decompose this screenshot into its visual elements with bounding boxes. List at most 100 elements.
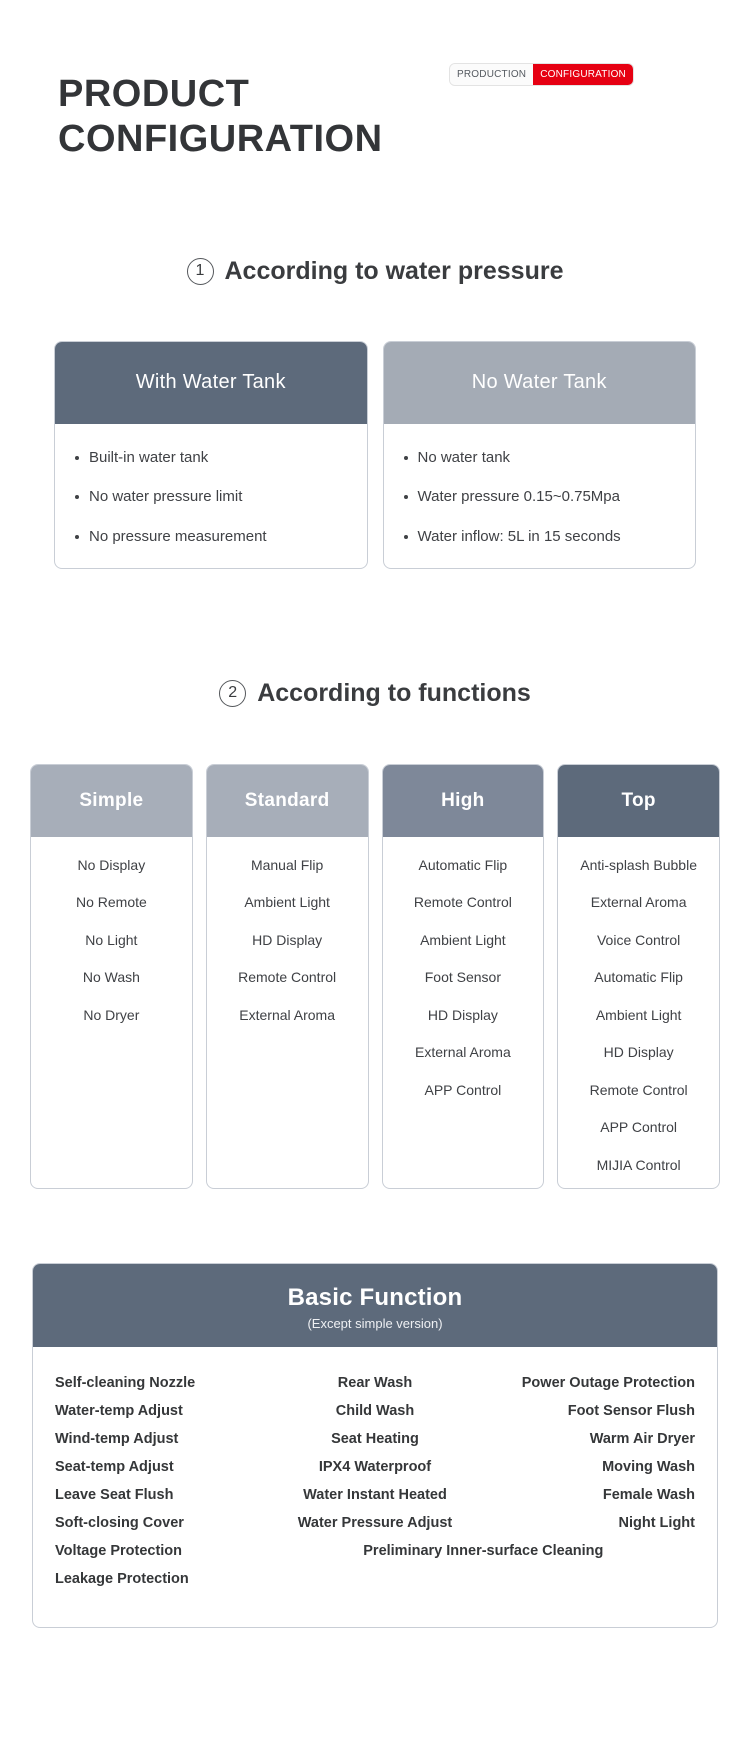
section-2-number: 2 <box>219 679 247 707</box>
list-item: Remote Control <box>589 1081 688 1098</box>
list-item: No Remote <box>75 894 147 911</box>
list-item: Water inflow: 5L in 15 seconds <box>402 527 678 547</box>
list-item: Built-in water tank <box>73 448 349 468</box>
list-item: External Aroma <box>415 1044 511 1061</box>
table-cell: Night Light <box>618 1515 695 1532</box>
table-cell: Water-temp Adjust <box>55 1403 183 1420</box>
bullet-dot-icon <box>403 534 408 539</box>
table-cell: Water Instant Heated <box>303 1487 447 1504</box>
tier-body-high: Automatic Flip Remote Control Ambient Li… <box>383 837 544 1189</box>
bullet-dot-icon <box>403 495 408 500</box>
list-item-label: No water pressure limit <box>89 488 243 506</box>
list-item: Automatic Flip <box>418 856 508 873</box>
section-1-title: According to water pressure <box>224 256 564 285</box>
list-item: Ambient Light <box>595 1006 682 1023</box>
card-header-with-water-tank: With Water Tank <box>55 341 367 424</box>
section-1-number: 1 <box>186 257 214 285</box>
table-cell: IPX4 Waterproof <box>318 1459 432 1476</box>
tier-card-simple[interactable]: Simple No Display No Remote No Light No … <box>30 763 193 1190</box>
card-with-water-tank[interactable]: With Water Tank Built-in water tank No w… <box>54 340 368 569</box>
table-cell: Foot Sensor Flush <box>567 1403 695 1420</box>
basic-function-title: Basic Function <box>287 1284 463 1312</box>
basic-function-subtitle: (Except simple version) <box>307 1316 443 1332</box>
card-body-no-water-tank: No water tank Water pressure 0.15~0.75Mp… <box>384 424 696 568</box>
table-cell: Rear Wash <box>337 1375 413 1392</box>
list-item: No pressure measurement <box>73 527 349 547</box>
function-tier-row: Simple No Display No Remote No Light No … <box>0 763 750 1190</box>
list-item: HD Display <box>603 1044 674 1061</box>
table-cell: Wind-temp Adjust <box>55 1431 179 1448</box>
list-item: Remote Control <box>413 894 512 911</box>
list-item: No Display <box>77 856 146 873</box>
bullet-dot-icon <box>75 495 79 500</box>
list-item: HD Display <box>427 1006 498 1023</box>
list-item: APP Control <box>600 1119 678 1136</box>
list-item: Remote Control <box>238 969 337 986</box>
list-item: Ambient Light <box>244 894 330 911</box>
tier-header-high: High <box>382 764 544 837</box>
list-item: HD Display <box>252 931 323 948</box>
tier-card-top[interactable]: Top Anti-splash Bubble External Aroma Vo… <box>557 763 720 1190</box>
list-item: External Aroma <box>590 894 687 911</box>
basic-function-body: Self-cleaning Nozzle Rear Wash Power Out… <box>33 1347 717 1627</box>
table-cell: Seat-temp Adjust <box>55 1459 174 1476</box>
tier-card-high[interactable]: High Automatic Flip Remote Control Ambie… <box>381 763 545 1190</box>
table-cell: Voltage Protection <box>55 1543 183 1560</box>
section-water-pressure: 1 According to water pressure With Water… <box>0 257 750 569</box>
section-2-title: According to functions <box>257 678 531 707</box>
table-cell: Female Wash <box>602 1487 695 1504</box>
table-cell-wide: Preliminary Inner-surface Cleaning <box>363 1543 604 1560</box>
list-item: No Wash <box>82 969 140 986</box>
tier-card-standard[interactable]: Standard Manual Flip Ambient Light HD Di… <box>205 763 369 1190</box>
table-cell: Leave Seat Flush <box>55 1487 174 1504</box>
production-configuration-badge: PRODUCTION CONFIGURATION <box>450 64 633 85</box>
list-item: No Dryer <box>83 1006 140 1023</box>
badge-configuration-label: CONFIGURATION <box>533 64 633 85</box>
tier-header-standard: Standard <box>206 764 368 837</box>
basic-function-header: Basic Function (Except simple version) <box>33 1264 717 1348</box>
list-item: Foot Sensor <box>424 969 501 986</box>
tier-header-simple: Simple <box>31 764 192 837</box>
list-item: Ambient Light <box>420 931 506 948</box>
water-tank-card-row: With Water Tank Built-in water tank No w… <box>0 340 750 569</box>
list-item: APP Control <box>424 1081 502 1098</box>
list-item: Automatic Flip <box>594 969 683 986</box>
list-item-label: Built-in water tank <box>89 448 209 466</box>
list-item-label: Water pressure 0.15~0.75Mpa <box>417 488 620 506</box>
list-item: Manual Flip <box>250 856 324 873</box>
table-cell: Self-cleaning Nozzle <box>55 1375 196 1392</box>
list-item: No water tank <box>402 448 678 468</box>
table-cell: Power Outage Protection <box>521 1375 695 1392</box>
badge-production-label: PRODUCTION <box>450 64 534 85</box>
card-body-with-water-tank: Built-in water tank No water pressure li… <box>55 424 367 568</box>
list-item: MIJIA Control <box>596 1156 681 1173</box>
page-header: PRODUCT CONFIGURATION PRODUCTION CONFIGU… <box>0 0 750 162</box>
section-functions: 2 According to functions Simple No Displ… <box>0 679 750 1190</box>
tier-header-top: Top <box>558 764 719 837</box>
list-item: Water pressure 0.15~0.75Mpa <box>402 487 678 507</box>
bullet-dot-icon <box>75 455 79 460</box>
section-1-heading: 1 According to water pressure <box>0 257 750 286</box>
tier-body-simple: No Display No Remote No Light No Wash No… <box>31 837 192 1189</box>
list-item: Anti-splash Bubble <box>580 856 697 873</box>
card-no-water-tank[interactable]: No Water Tank No water tank Water pressu… <box>382 340 696 569</box>
list-item: No water pressure limit <box>73 487 349 507</box>
tier-body-standard: Manual Flip Ambient Light HD Display Rem… <box>207 837 368 1189</box>
bullet-dot-icon <box>75 534 79 539</box>
table-cell: Child Wash <box>335 1403 415 1420</box>
table-cell: Water Pressure Adjust <box>297 1515 453 1532</box>
basic-function-panel: Basic Function (Except simple version) S… <box>32 1263 718 1629</box>
section-2-heading: 2 According to functions <box>0 679 750 708</box>
list-item-label: No pressure measurement <box>89 527 267 545</box>
list-item-label: Water inflow: 5L in 15 seconds <box>417 527 621 545</box>
table-cell: Moving Wash <box>602 1459 695 1476</box>
list-item: No Light <box>85 931 138 948</box>
table-cell: Warm Air Dryer <box>589 1431 695 1448</box>
basic-function-grid: Self-cleaning Nozzle Rear Wash Power Out… <box>55 1369 695 1593</box>
list-item: External Aroma <box>239 1006 335 1023</box>
tier-body-top: Anti-splash Bubble External Aroma Voice … <box>558 837 719 1189</box>
table-cell: Seat Heating <box>331 1431 419 1448</box>
list-item: Voice Control <box>596 931 681 948</box>
card-header-no-water-tank: No Water Tank <box>383 341 695 424</box>
